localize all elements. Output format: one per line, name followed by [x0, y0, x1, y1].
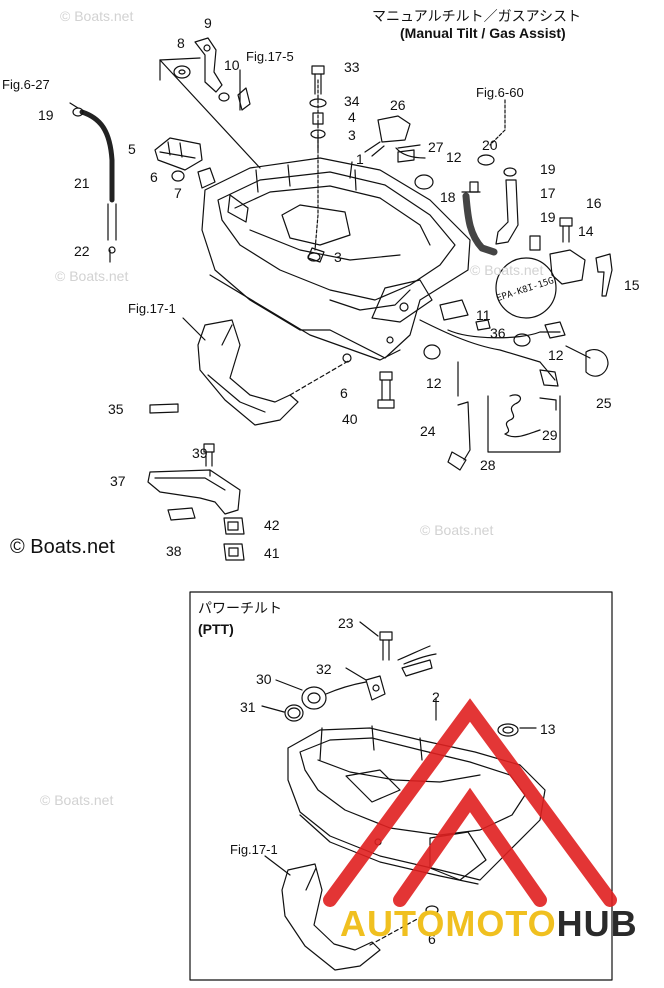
brand-part1: AUTOMOTO	[340, 903, 557, 944]
part-label-1: 1	[356, 151, 364, 167]
part-label-27: 27	[428, 139, 444, 155]
part-label-41: 41	[264, 545, 280, 561]
part-label-30: 30	[256, 671, 272, 687]
part-label-16: 16	[586, 195, 602, 211]
part-label-24: 24	[420, 423, 436, 439]
part-label-39: 39	[192, 445, 208, 461]
fig-ref-6-60[interactable]: Fig.6-60	[476, 85, 524, 100]
watermark-2: © Boats.net	[55, 268, 129, 284]
part-label-15: 15	[624, 277, 640, 293]
part-label-37: 37	[110, 473, 126, 489]
part-label-18: 18	[440, 189, 456, 205]
part-label-25: 25	[596, 395, 612, 411]
part-label-2: 2	[432, 689, 440, 705]
tiller-grip-upper	[197, 319, 299, 426]
brand-part2: HUB	[556, 903, 638, 944]
watermark-5: © Boats.net	[40, 792, 114, 808]
watermark-1: © Boats.net	[60, 8, 134, 24]
part-label-4: 4	[348, 109, 356, 125]
part-label-12-low: 12	[426, 375, 442, 391]
part-label-21: 21	[74, 175, 90, 191]
part-label-5: 5	[128, 141, 136, 157]
watermark-main: © Boats.net	[10, 536, 115, 558]
part-label-10: 10	[224, 57, 240, 73]
part-label-38: 38	[166, 543, 182, 559]
fig-ref-17-1-top[interactable]: Fig.17-1	[128, 301, 176, 316]
part-label-6-b: 6	[340, 385, 348, 401]
part-label-13: 13	[540, 721, 556, 737]
part-label-14: 14	[578, 223, 594, 239]
ptt-inset-frame	[189, 591, 613, 981]
epa-decal-outline	[495, 257, 557, 319]
part-label-19-a: 19	[540, 161, 556, 177]
fig-ref-17-1-bottom[interactable]: Fig.17-1	[230, 842, 278, 857]
part-label-42: 42	[264, 517, 280, 533]
part-label-28: 28	[480, 457, 496, 473]
part-label-26: 26	[390, 97, 406, 113]
header-title-en: (Manual Tilt / Gas Assist)	[400, 25, 566, 41]
part-label-8: 8	[177, 35, 185, 51]
part-label-22: 22	[74, 243, 90, 259]
part-label-12-mid: 12	[548, 347, 564, 363]
part-label-31: 31	[240, 699, 256, 715]
epa-decal-text: EPA-K8I-15G	[495, 276, 555, 304]
part-label-23: 23	[338, 615, 354, 631]
part-label-19-c: 19	[38, 107, 54, 123]
part-label-29: 29	[542, 427, 558, 443]
fig-ref-17-5[interactable]: Fig.17-5	[246, 49, 294, 64]
tilt-lever-part	[194, 37, 223, 93]
part-label-34: 34	[344, 93, 360, 109]
part-label-7: 7	[174, 185, 182, 201]
part-label-33: 33	[344, 59, 360, 75]
part-label-20: 20	[482, 137, 498, 153]
part-label-6-a: 6	[150, 169, 158, 185]
header-title-jp: マニュアルチルト／ガスアシスト	[372, 8, 582, 24]
part-label-11: 11	[476, 307, 491, 323]
part-label-40: 40	[342, 411, 358, 427]
watermark-4: © Boats.net	[420, 522, 494, 538]
automotohub-logo	[323, 698, 617, 907]
watermark-3: © Boats.net	[470, 262, 544, 278]
part-label-9: 9	[204, 15, 212, 31]
tiller-grip-lower	[281, 863, 381, 971]
bottom-cowling-manual	[201, 157, 471, 361]
fig-ref-6-27[interactable]: Fig.6-27	[2, 77, 50, 92]
part-label-19-b: 19	[540, 209, 556, 225]
part-label-35: 35	[108, 401, 124, 417]
part-label-12-top: 12	[446, 149, 462, 165]
part-label-36: 36	[490, 325, 506, 341]
ptt-title-en: (PTT)	[198, 621, 234, 637]
part-label-17: 17	[540, 185, 556, 201]
part-label-6-c: 6	[428, 931, 436, 947]
ptt-title-jp: パワーチルト	[198, 600, 282, 616]
part-label-3-top: 3	[348, 127, 356, 143]
bottom-cowling-ptt	[287, 725, 546, 885]
part-label-32: 32	[316, 661, 332, 677]
part-label-3-mid: 3	[334, 249, 342, 265]
automotohub-brand: AUTOMOTOHUB	[340, 903, 638, 945]
